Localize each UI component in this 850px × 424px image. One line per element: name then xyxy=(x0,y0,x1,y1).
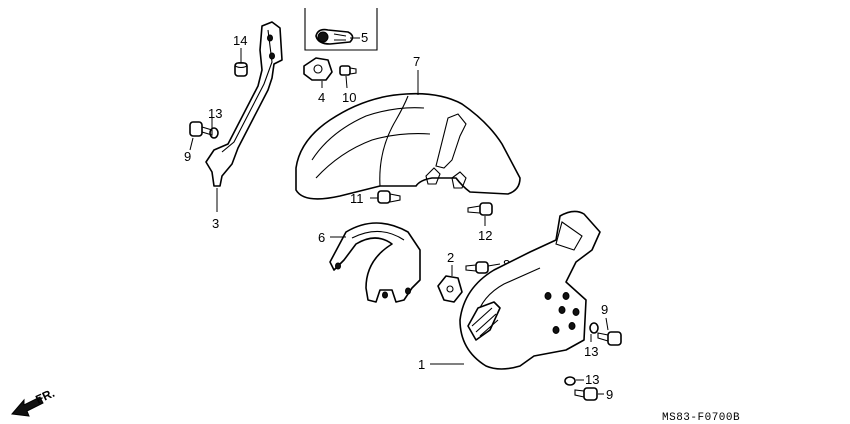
front-direction-arrow: FR. xyxy=(11,386,57,417)
callout-13-right-lower: 13 xyxy=(585,372,599,387)
part-10-screw: 10 xyxy=(339,65,357,105)
bolt-9-left xyxy=(189,121,203,137)
callout-7: 7 xyxy=(413,54,420,69)
part-11-screw: 11 xyxy=(350,190,401,206)
callout-13-left: 13 xyxy=(208,106,222,121)
callout-9-right-upper: 9 xyxy=(601,302,608,317)
part-6-band: 6 xyxy=(318,222,421,303)
callout-11: 11 xyxy=(350,191,364,206)
part-4-bracket: 4 xyxy=(303,57,333,105)
right-lower-bolt-assembly: 13 9 xyxy=(564,372,613,402)
part-1-mudguard: 1 xyxy=(418,210,601,372)
part-12-screw: 12 xyxy=(467,202,493,243)
left-bolt-assembly: 13 9 xyxy=(184,106,222,164)
part-7-front-fender: 7 xyxy=(295,54,521,200)
diagram-code: MS83-F0700B xyxy=(662,412,740,424)
callout-1: 1 xyxy=(418,357,425,372)
callout-13-right-upper: 13 xyxy=(584,344,598,359)
callout-12: 12 xyxy=(478,228,492,243)
part-2-bracket: 2 xyxy=(437,250,463,303)
bolt-9-right-lower xyxy=(583,387,598,401)
callout-14: 14 xyxy=(233,33,247,48)
callout-9-right-lower: 9 xyxy=(606,387,613,402)
part-5-clip xyxy=(315,28,354,45)
direction-label: FR. xyxy=(33,386,56,407)
callout-5: 5 xyxy=(361,30,368,45)
callout-9-left: 9 xyxy=(184,149,191,164)
washer-13-right-upper xyxy=(589,322,599,334)
callout-6: 6 xyxy=(318,230,325,245)
part-3-fender-stay: 3 xyxy=(205,21,283,231)
right-upper-bolt-assembly: 9 13 xyxy=(584,302,622,359)
washer-13-right-lower xyxy=(564,376,576,386)
callout-4: 4 xyxy=(318,90,325,105)
callout-3: 3 xyxy=(212,216,219,231)
bolt-9-right-upper xyxy=(607,331,622,346)
callout-2: 2 xyxy=(447,250,454,265)
part-14-grommet: 14 xyxy=(233,33,248,77)
part-5-inset: 5 xyxy=(304,8,378,51)
callout-10: 10 xyxy=(342,90,356,105)
